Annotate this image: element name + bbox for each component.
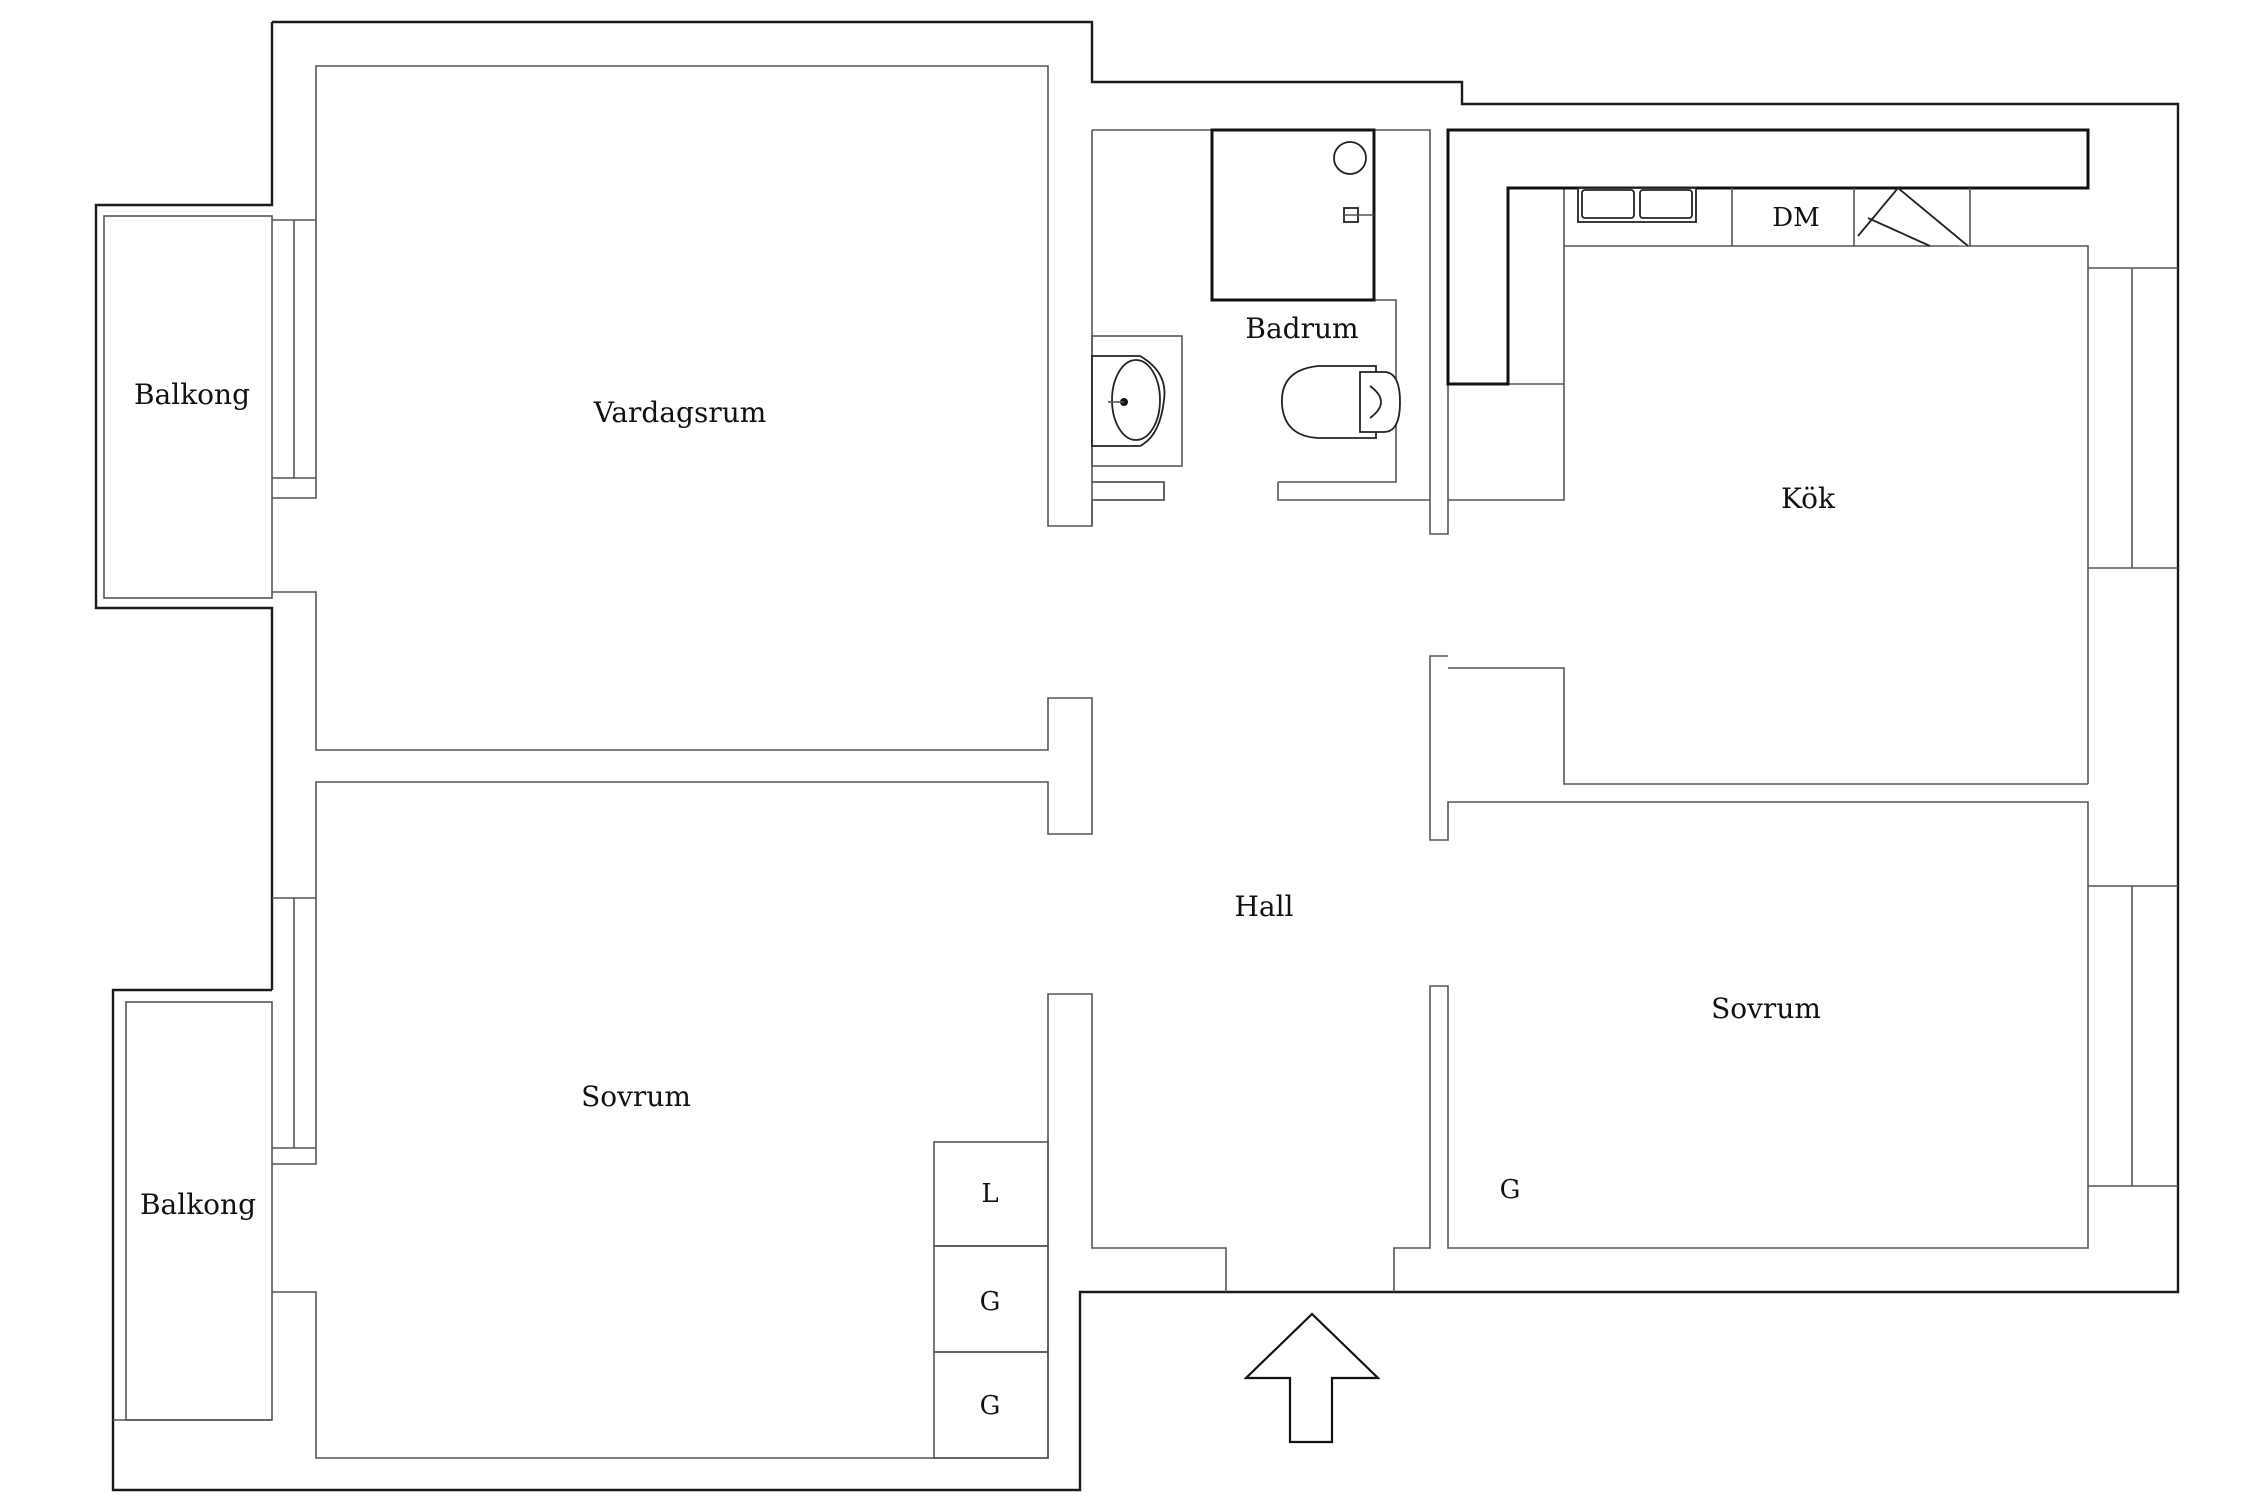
entrance-arrow-icon [1243,1312,1381,1444]
room-label-hall: Hall [1234,890,1293,923]
toilet-icon [1281,365,1401,439]
label-dm: DM [1772,203,1819,233]
label-wardrobe-g-right: G [1500,1175,1521,1205]
washbasin-icon [1091,335,1183,467]
room-label-balkong-top: Balkong [134,378,250,411]
balcony-top [103,215,273,599]
room-label-sovrum-left: Sovrum [581,1080,691,1113]
outer-walls [94,20,2180,1492]
kitchen-counter [1446,128,2090,386]
wardrobes-left [933,1141,1049,1459]
room-label-vardagsrum: Vardagsrum [593,396,767,429]
room-label-kok: Kök [1781,482,1836,515]
kitchen-sink-icon [1577,187,1697,223]
shower-icon [1210,128,1376,302]
label-wardrobe-g2: G [980,1391,1001,1421]
room-label-sovrum-right: Sovrum [1711,992,1821,1025]
interior-walls [272,65,2178,1459]
stove-icon [1857,186,1969,247]
room-label-balkong-bottom: Balkong [140,1188,256,1221]
label-wardrobe-l: L [981,1179,998,1209]
room-label-badrum: Badrum [1245,312,1358,345]
label-wardrobe-g1: G [980,1287,1001,1317]
balcony-bottom [113,1001,273,1421]
